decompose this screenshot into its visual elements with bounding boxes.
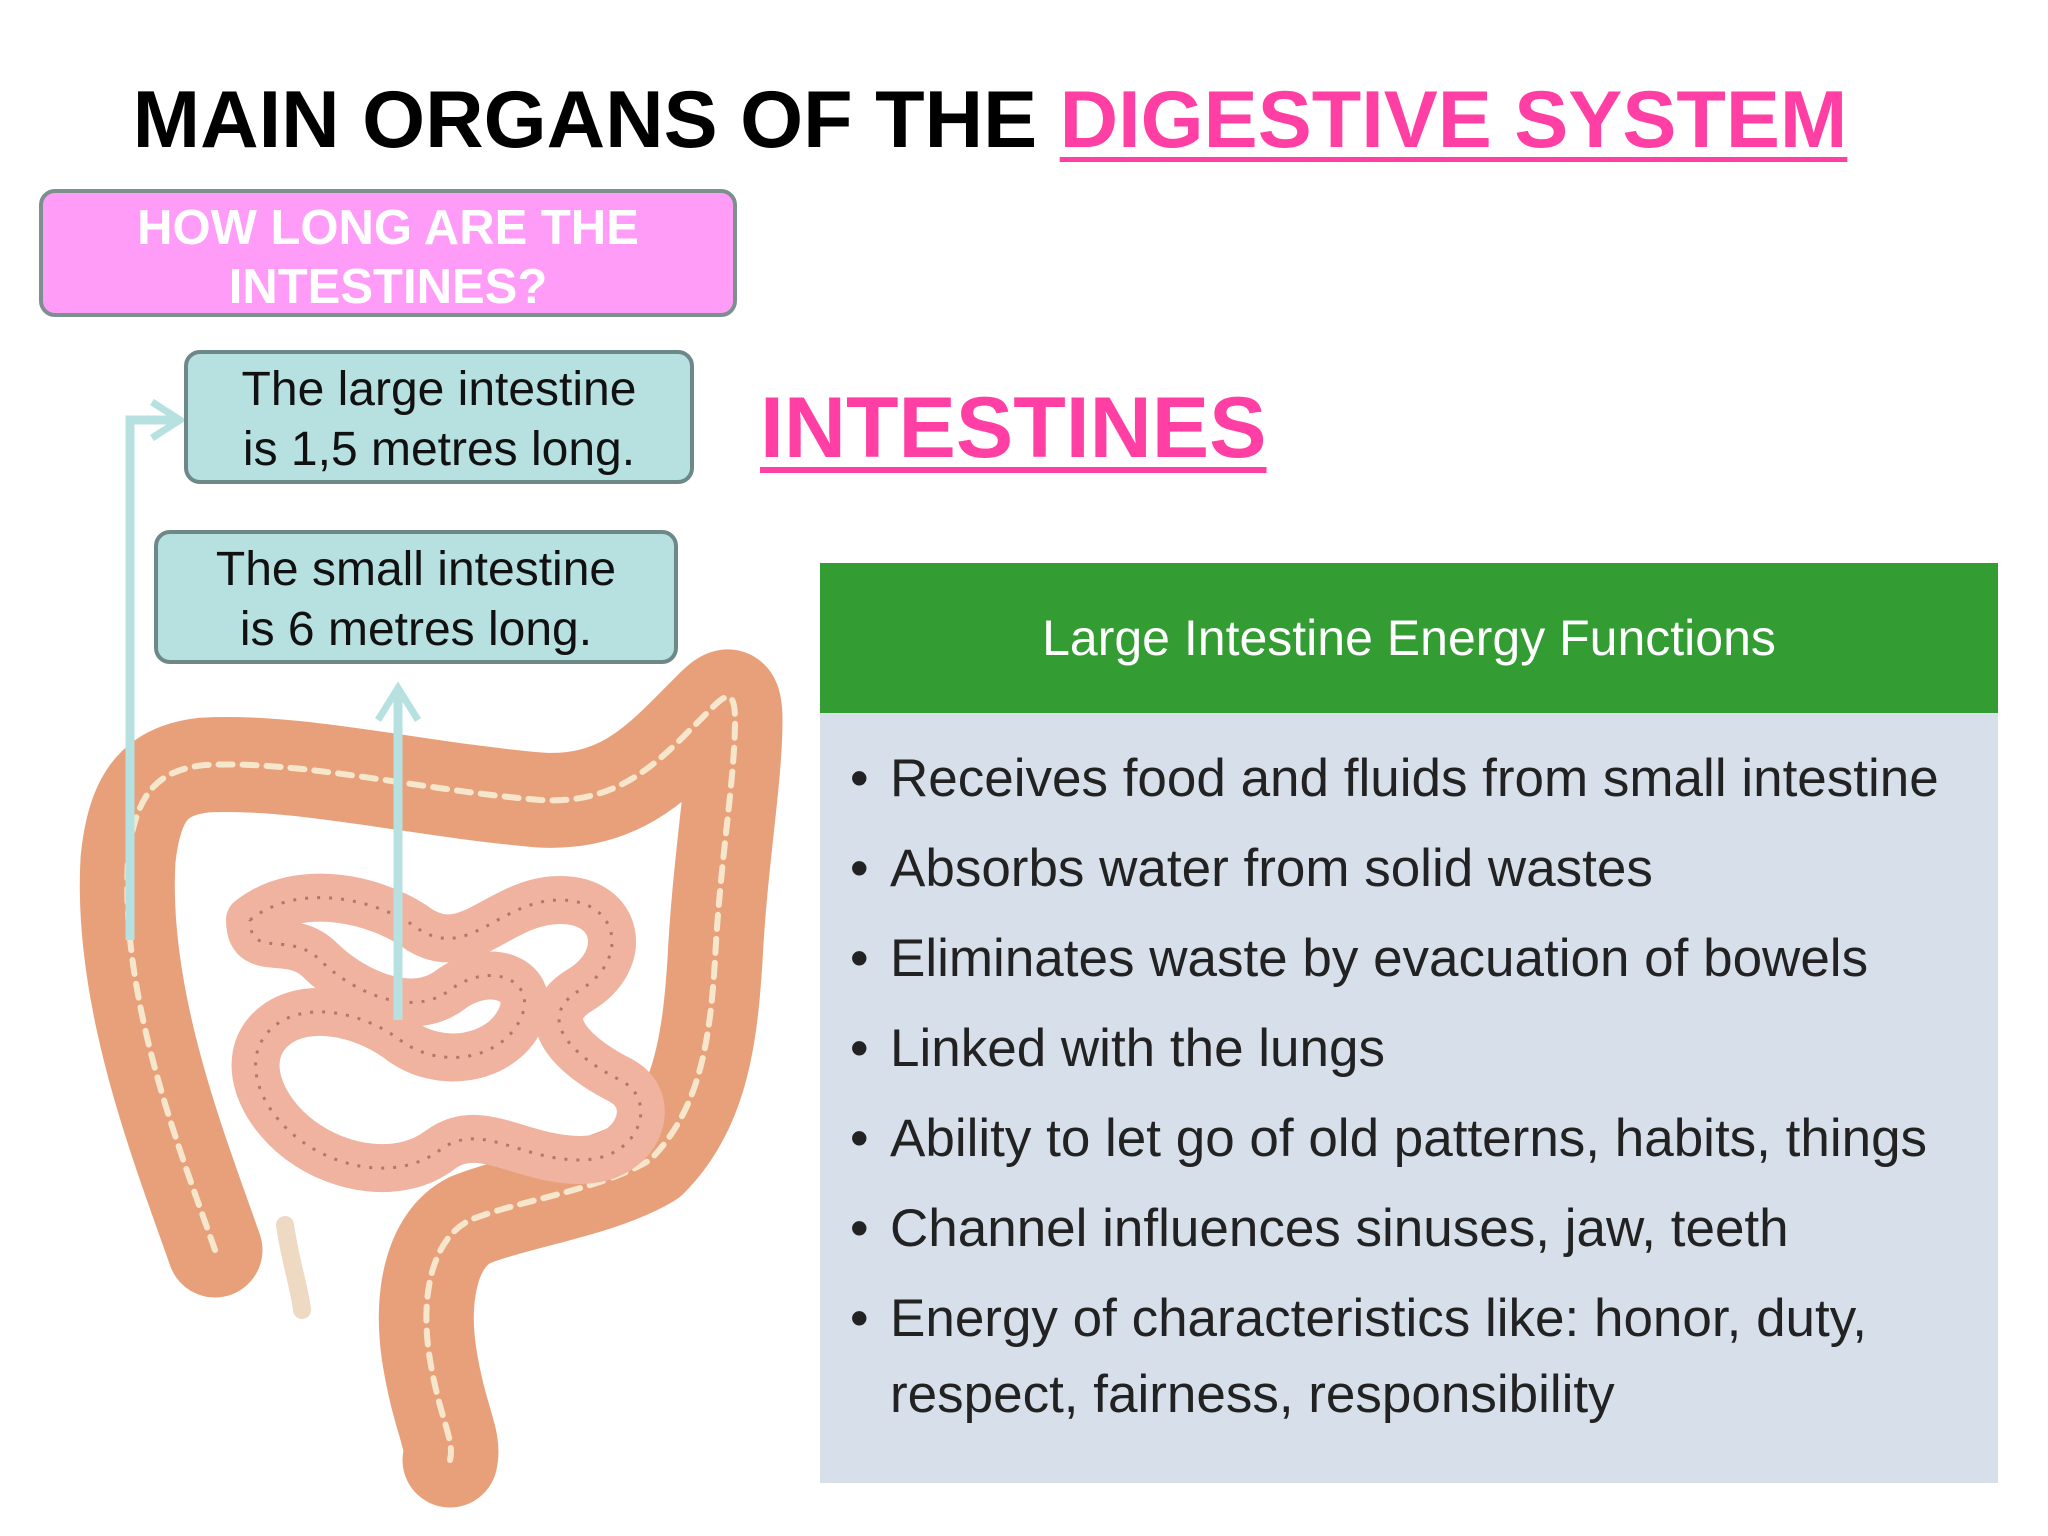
large-intestine-arrow	[125, 415, 178, 940]
list-item: Receives food and fluids from small inte…	[850, 741, 1968, 817]
large-intestine-length-line2: is 1,5 metres long.	[242, 423, 636, 476]
list-item: Channel influences sinuses, jaw, teeth	[850, 1191, 1968, 1267]
panel-header: Large Intestine Energy Functions	[820, 563, 1998, 713]
list-item: Absorbs water from solid wastes	[850, 831, 1968, 907]
list-item: Ability to let go of old patterns, habit…	[850, 1101, 1968, 1177]
function-list: Receives food and fluids from small inte…	[820, 713, 1998, 1433]
section-title: INTESTINES	[760, 380, 1267, 476]
small-intestine-length-line1: The small intestine	[215, 543, 617, 596]
large-intestine-outline	[124, 693, 739, 1463]
slide-title: MAIN ORGANS OF THE DIGESTIVE SYSTEM	[0, 72, 1980, 168]
appendix-shape	[276, 1216, 311, 1319]
large-intestine-length-box: The large intestine is 1,5 metres long.	[184, 350, 694, 484]
list-item: Energy of characteristics like: honor, d…	[850, 1281, 1968, 1433]
small-intestine-length-line2: is 6 metres long.	[239, 603, 593, 656]
question-box: HOW LONG ARE THE INTESTINES?	[39, 189, 737, 317]
small-intestine-detail	[248, 896, 643, 1170]
small-intestine-length-box: The small intestine is 6 metres long.	[154, 530, 678, 664]
small-intestine-arrowhead	[375, 681, 421, 722]
list-item: Eliminates waste by evacuation of bowels	[850, 921, 1968, 997]
large-intestine-length-line1: The large intestine	[241, 363, 637, 416]
small-intestine-shape	[226, 873, 665, 1193]
title-prefix: MAIN ORGANS OF THE	[132, 75, 1038, 165]
title-highlight: DIGESTIVE SYSTEM	[1059, 75, 1848, 165]
large-intestine-arrowhead	[150, 399, 187, 441]
energy-functions-panel: Large Intestine Energy Functions Receive…	[820, 563, 1998, 1483]
list-item: Linked with the lungs	[850, 1011, 1968, 1087]
